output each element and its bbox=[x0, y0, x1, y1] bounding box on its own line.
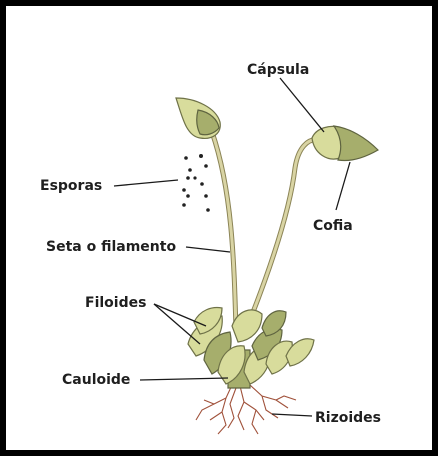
pointer-filoides-2 bbox=[154, 304, 200, 344]
pointer-capsula bbox=[280, 78, 324, 132]
pointer-seta bbox=[186, 247, 230, 252]
leaves bbox=[188, 308, 314, 388]
label-rizoides: Rizoides bbox=[315, 410, 381, 426]
label-capsula: Cápsula bbox=[247, 62, 309, 78]
pointer-esporas bbox=[114, 180, 178, 186]
capsule-right bbox=[312, 126, 378, 161]
pointer-cauloide bbox=[140, 378, 228, 380]
label-seta: Seta o filamento bbox=[46, 239, 176, 255]
pointer-rizoides bbox=[272, 414, 312, 416]
pointer-cofia bbox=[336, 162, 350, 210]
label-cauloide: Cauloide bbox=[62, 372, 130, 388]
spores bbox=[182, 154, 210, 212]
label-cofia: Cofia bbox=[313, 218, 353, 234]
setae bbox=[212, 132, 318, 330]
label-esporas: Esporas bbox=[40, 178, 102, 194]
rhizoids bbox=[196, 385, 296, 434]
capsule-left bbox=[176, 98, 220, 138]
label-filoides: Filoides bbox=[85, 295, 146, 311]
